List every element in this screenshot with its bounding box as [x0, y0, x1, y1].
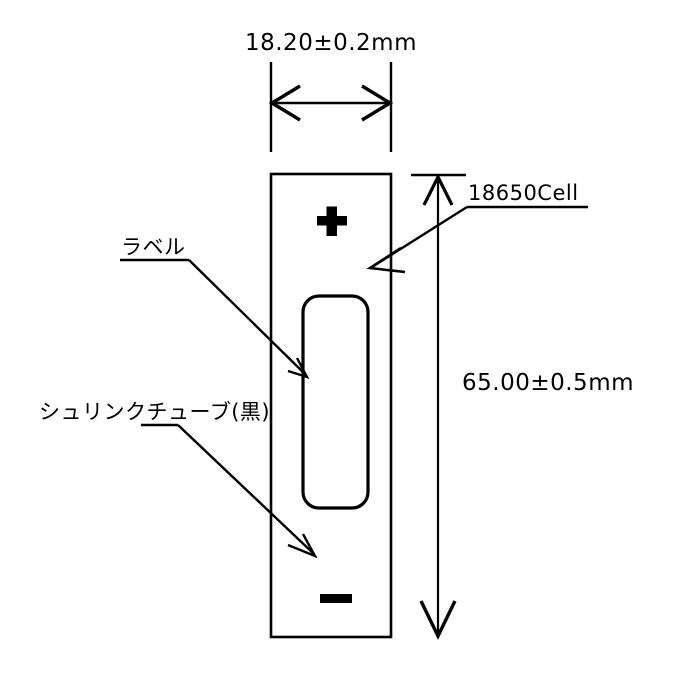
battery-label-outline [301, 294, 370, 510]
width-dimension-label: 18.20±0.2mm [245, 30, 417, 56]
height-arrowhead-top-icon [422, 173, 454, 206]
label-leader-diagonal [188, 259, 307, 376]
width-dimension-group [268, 62, 394, 152]
positive-terminal-mark-icon [317, 206, 347, 236]
negative-terminal-mark-icon [320, 594, 352, 603]
label-callout-label: ラベル [121, 235, 186, 259]
label-leader-arrowhead-icon [287, 357, 310, 380]
height-dimension-group [411, 173, 466, 640]
shrink-tube-callout-label: シュリンクチューブ(黒) [39, 400, 270, 424]
width-arrowhead-left-icon [268, 84, 301, 122]
shrink-tube-leader-diagonal [177, 424, 315, 555]
cell-callout-leader [366, 205, 588, 274]
height-dimension-label: 65.00±0.5mm [462, 370, 634, 396]
cell-leader-arrowhead-icon [366, 246, 406, 274]
shrink-tube-leader-arrowhead-icon [287, 533, 318, 559]
cell-callout-label: 18650Cell [468, 181, 579, 205]
shrink-tube-callout-leader [141, 423, 318, 559]
label-callout-leader [120, 258, 310, 380]
width-arrowhead-right-icon [361, 84, 394, 122]
height-arrowhead-bottom-icon [419, 600, 457, 640]
